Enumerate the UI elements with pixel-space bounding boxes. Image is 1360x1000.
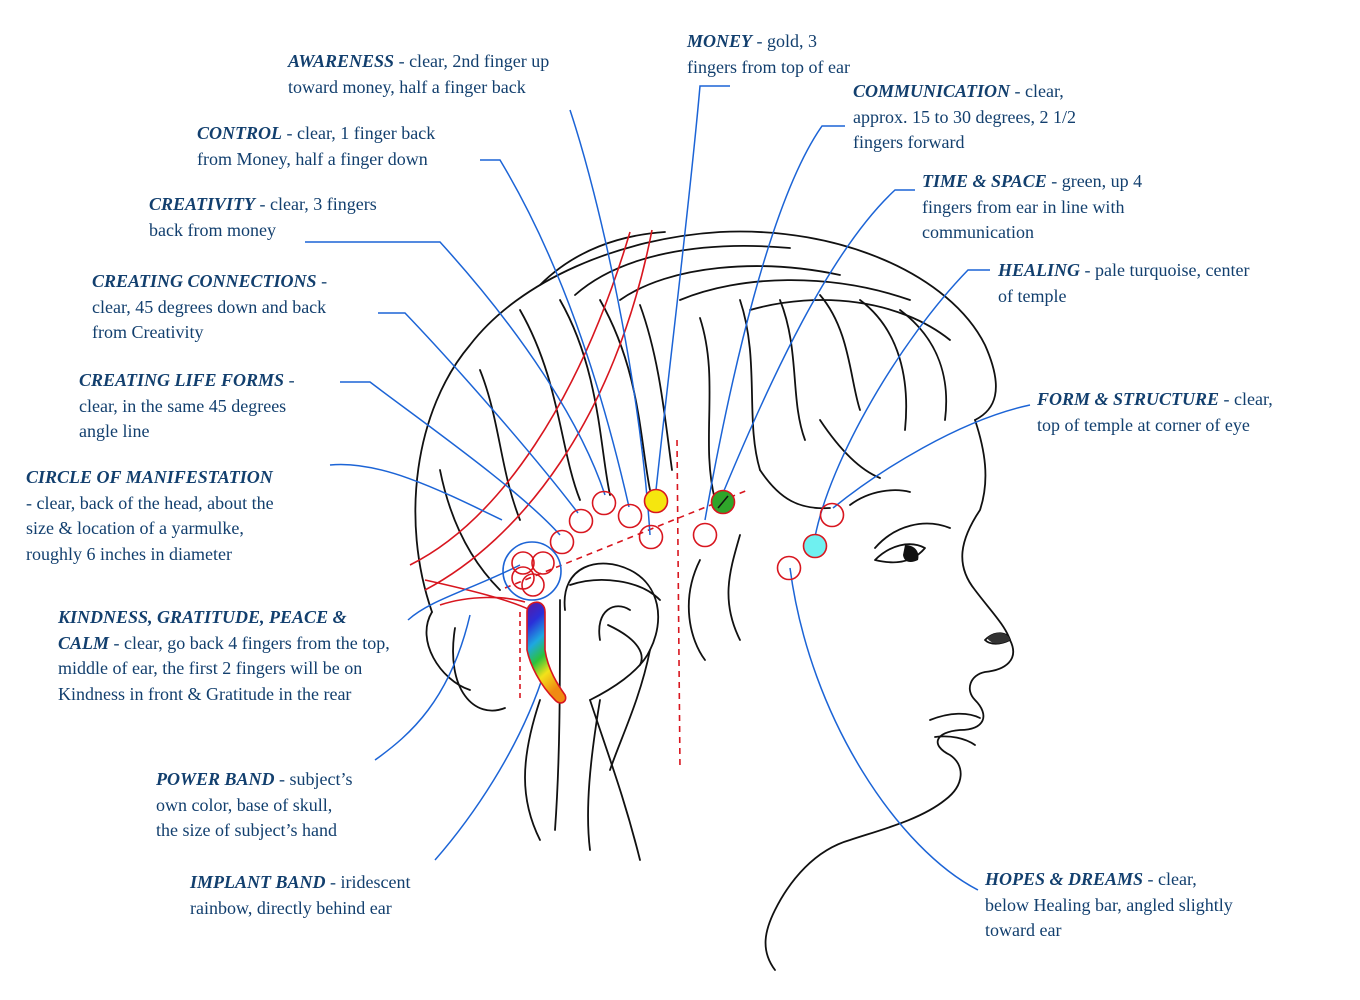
communication-desc: - clear, approx. 15 to 30 degrees, 2 1/2… <box>853 81 1076 152</box>
circle-of-manifestation-outline <box>502 541 562 601</box>
marker-control-2 <box>692 522 718 548</box>
label-creating-life-forms: CREATING LIFE FORMS - clear, in the same… <box>79 368 295 445</box>
label-power-band: POWER BAND - subject’s own color, base o… <box>156 767 353 844</box>
time-space-tick <box>717 495 729 509</box>
marker-money <box>643 488 669 514</box>
label-control: CONTROL - clear, 1 finger back from Mone… <box>197 121 435 172</box>
leader-lines <box>305 85 1031 891</box>
circle-manifestation-desc: - clear, back of the head, about the siz… <box>26 492 274 564</box>
marker-control <box>617 503 643 529</box>
implant-band-title: IMPLANT BAND <box>190 872 326 892</box>
nostril <box>987 632 1010 644</box>
leader-communication <box>704 125 845 521</box>
leader-power-band <box>374 614 471 761</box>
implant-band-desc: - iridescent rainbow, directly behind ea… <box>190 872 411 918</box>
creativity-desc: - clear, 3 fingers back from money <box>149 194 377 240</box>
marker-creating-connections <box>549 529 575 555</box>
marker-kindness-2 <box>531 551 555 575</box>
time-space-title: TIME & SPACE <box>922 171 1047 191</box>
hopes-dreams-title: HOPES & DREAMS <box>985 869 1144 889</box>
circle-manifestation-title: CIRCLE OF MANIFESTATION <box>26 467 273 487</box>
label-healing: HEALING - pale turquoise, center of temp… <box>998 258 1249 309</box>
communication-title: COMMUNICATION <box>853 81 1011 101</box>
label-circle-manifestation: CIRCLE OF MANIFESTATION - clear, back of… <box>26 465 274 567</box>
marker-kindness-4 <box>521 573 545 597</box>
implant-band <box>526 601 567 704</box>
power-band-title: POWER BAND <box>156 769 275 789</box>
awareness-title: AWARENESS <box>288 51 395 71</box>
label-form-structure: FORM & STRUCTURE - clear, top of temple … <box>1037 387 1273 438</box>
marker-kindness-1 <box>511 551 535 575</box>
leader-control <box>480 159 630 508</box>
power-band-desc: - subject’s own color, base of skull, th… <box>156 769 353 840</box>
marker-healing <box>802 533 828 559</box>
marker-creativity <box>568 508 594 534</box>
creating-life-forms-title: CREATING LIFE FORMS <box>79 370 285 390</box>
hopes-dreams-desc: - clear, below Healing bar, angled sligh… <box>985 869 1233 940</box>
money-desc: - gold, 3 fingers from top of ear <box>687 31 850 77</box>
ear-vertical-dashed-line <box>676 439 681 771</box>
time-space-desc: - green, up 4 fingers from ear in line w… <box>922 171 1143 242</box>
form-structure-desc: - clear, top of temple at corner of eye <box>1037 389 1273 435</box>
awareness-desc: - clear, 2nd finger up toward money, hal… <box>288 51 550 97</box>
marker-awareness <box>591 490 617 516</box>
label-creativity: CREATIVITY - clear, 3 fingers back from … <box>149 192 377 243</box>
kindness-desc: - clear, go back 4 fingers from the top,… <box>58 632 390 704</box>
label-kindness: KINDNESS, GRATITUDE, PEACE & CALM - clea… <box>58 605 390 707</box>
leader-creativity <box>305 241 606 496</box>
markers <box>511 488 845 597</box>
form-structure-title: FORM & STRUCTURE <box>1037 389 1220 409</box>
leader-hopes-dreams <box>789 567 979 891</box>
label-creating-connections: CREATING CONNECTIONS - clear, 45 degrees… <box>92 269 327 346</box>
leader-implant-band <box>434 669 546 861</box>
marker-communication <box>638 524 664 550</box>
eye-iris <box>903 545 919 563</box>
marker-hopes-dreams <box>776 555 802 581</box>
red-guide-lines <box>409 229 749 771</box>
label-implant-band: IMPLANT BAND - iridescent rainbow, direc… <box>190 870 410 921</box>
label-money: MONEY - gold, 3 fingers from top of ear <box>687 29 850 80</box>
marker-form-structure <box>819 502 845 528</box>
leader-creating-life-forms <box>340 381 561 536</box>
leader-form-structure <box>832 404 1031 509</box>
creativity-title: CREATIVITY <box>149 194 256 214</box>
label-time-space: TIME & SPACE - green, up 4 fingers from … <box>922 169 1142 246</box>
leader-healing <box>814 269 990 538</box>
creating-connections-title: CREATING CONNECTIONS <box>92 271 317 291</box>
creating-life-forms-desc: - clear, in the same 45 degrees angle li… <box>79 370 295 441</box>
control-desc: - clear, 1 finger back from Money, half … <box>197 123 436 169</box>
healing-title: HEALING <box>998 260 1081 280</box>
kindness-title: KINDNESS, GRATITUDE, PEACE & CALM <box>58 607 347 653</box>
healing-desc: - pale turquoise, center of temple <box>998 260 1250 306</box>
leader-money <box>655 85 730 491</box>
label-communication: COMMUNICATION - clear, approx. 15 to 30 … <box>853 79 1076 156</box>
control-title: CONTROL <box>197 123 282 143</box>
leader-awareness <box>569 109 651 536</box>
money-title: MONEY <box>687 31 753 51</box>
leader-creating-connections <box>378 312 579 514</box>
label-awareness: AWARENESS - clear, 2nd finger up toward … <box>288 49 549 100</box>
leader-time-space <box>722 189 915 494</box>
creating-connections-desc: - clear, 45 degrees down and back from C… <box>92 271 328 342</box>
label-hopes-dreams: HOPES & DREAMS - clear, below Healing ba… <box>985 867 1233 944</box>
leader-circle-manifestation <box>329 463 503 521</box>
